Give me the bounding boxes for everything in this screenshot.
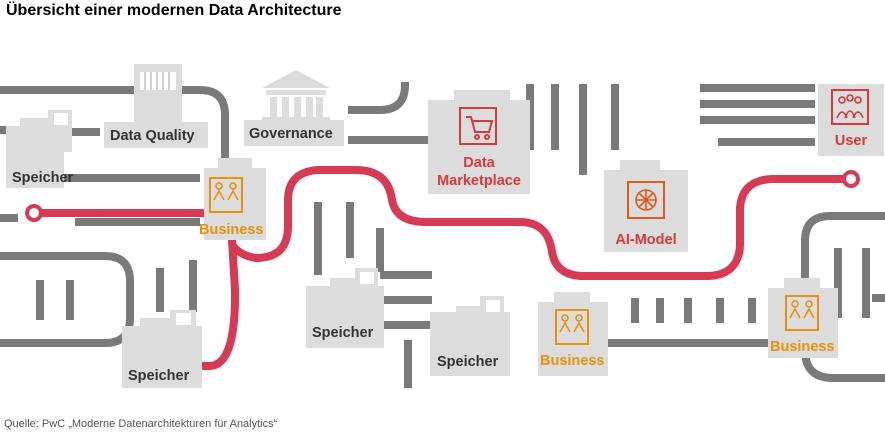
road <box>0 252 134 347</box>
label-business-3: Business <box>770 339 834 355</box>
source-note: Quelle: PwC „Moderne Datenarchitekturen … <box>4 418 278 430</box>
storage-box-icon <box>122 310 202 388</box>
road <box>0 86 229 160</box>
business-box-2 <box>538 292 608 376</box>
storage-box-icon <box>306 268 384 348</box>
label-speicher-2: Speicher <box>128 368 190 384</box>
bank-icon <box>262 70 330 123</box>
road-network <box>0 82 885 388</box>
label-user: User <box>835 133 868 149</box>
label-governance: Governance <box>249 126 333 142</box>
label-ai-model: AI-Model <box>615 232 676 248</box>
business-people-icon <box>785 295 819 331</box>
label-business-1: Business <box>199 222 263 238</box>
label-data-quality: Data Quality <box>110 128 195 144</box>
page-title: Übersicht einer modernen Data Architectu… <box>6 2 342 19</box>
user-box <box>818 84 884 156</box>
business-box-3 <box>768 278 838 358</box>
label-speicher-1: Speicher <box>12 170 74 186</box>
ai-brain-icon <box>635 189 657 211</box>
road <box>348 82 409 114</box>
user-group-icon <box>836 94 864 119</box>
business-box-1 <box>204 158 266 240</box>
route-end-node <box>842 170 860 188</box>
governance-box <box>244 120 344 146</box>
data-quality-box <box>104 122 208 148</box>
storage-box-icon <box>6 110 72 188</box>
label-speicher-3: Speicher <box>312 325 374 341</box>
route-start-node <box>25 204 43 222</box>
ai-model-building <box>604 160 688 252</box>
business-people-icon <box>209 177 243 213</box>
data-marketplace-building <box>428 90 530 194</box>
label-data-marketplace-2: Marketplace <box>437 173 521 189</box>
label-data-marketplace-1: Data <box>463 155 495 171</box>
business-people-icon <box>555 309 589 345</box>
server-rack-icon <box>134 64 182 122</box>
storage-box-icon <box>430 296 510 376</box>
shopping-cart-icon <box>466 116 494 140</box>
label-business-2: Business <box>540 353 604 369</box>
label-speicher-4: Speicher <box>437 354 499 370</box>
